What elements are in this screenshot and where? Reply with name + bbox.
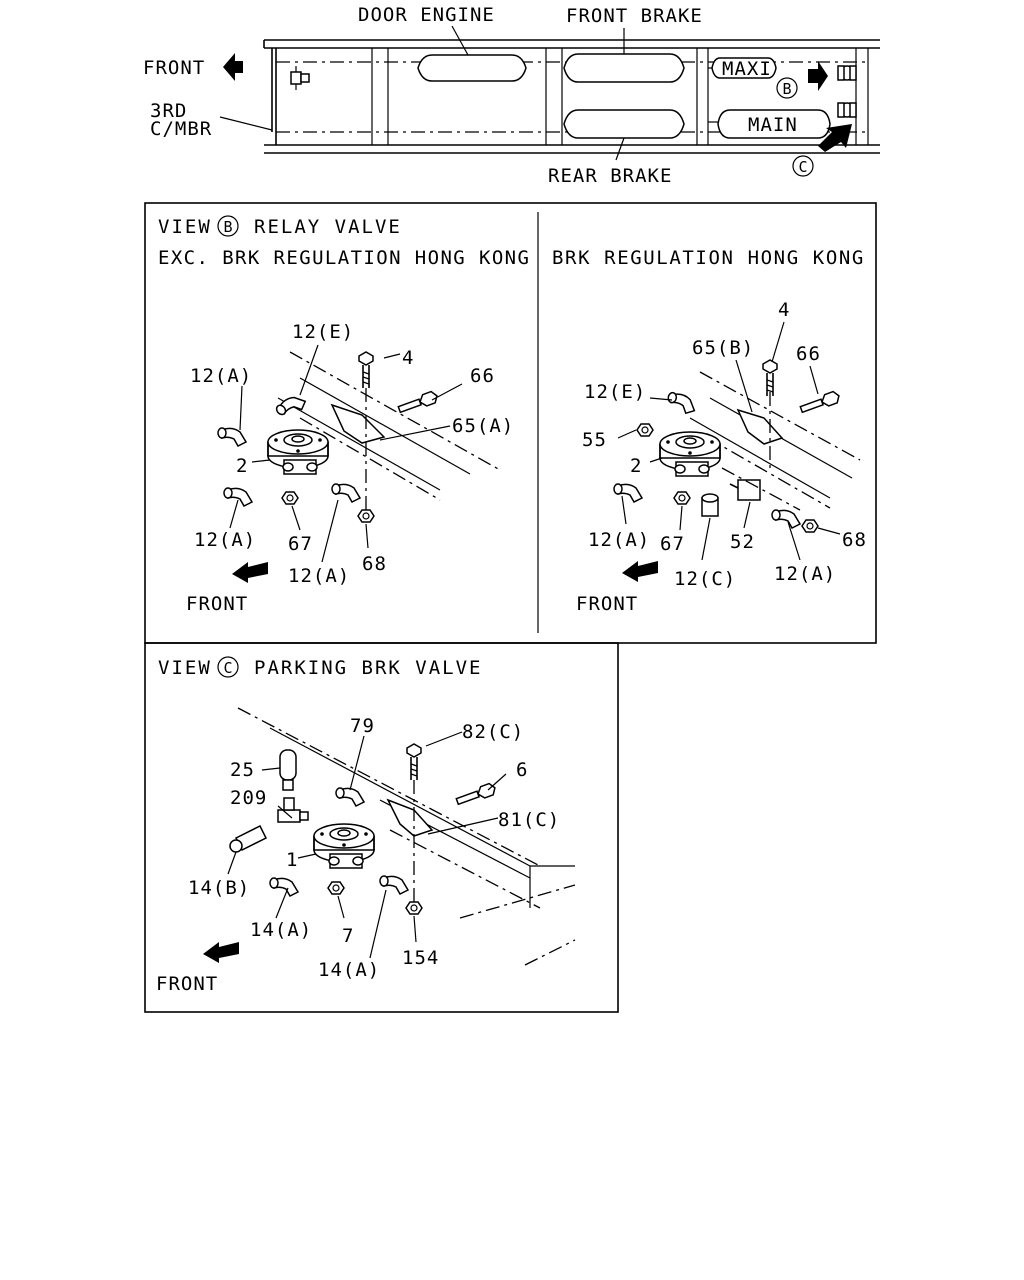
view-b-marker-circle: [776, 77, 798, 99]
front-label-view-c: FRONT: [156, 973, 218, 995]
frame-valve-left: [290, 66, 310, 90]
callout-67-left: 67: [288, 533, 313, 555]
part-25-switch: [279, 749, 297, 791]
view-b-marker: B: [782, 80, 791, 98]
main-tank: [717, 109, 831, 139]
callout-14a-left: 14(A): [250, 919, 312, 941]
frame-valve-parking: [837, 102, 857, 118]
frame-valve-relay: [837, 65, 857, 81]
view-c-title-marker: C: [223, 659, 232, 677]
callout-82c: 82(C): [462, 721, 524, 743]
callout-81c: 81(C): [498, 809, 560, 831]
callout-25: 25: [230, 759, 255, 781]
view-b-right-drawing: [613, 321, 861, 582]
callout-6: 6: [516, 759, 528, 781]
callout-12a-bottom-left: 12(A): [288, 565, 350, 587]
callout-2-right: 2: [630, 455, 642, 477]
view-b-right-subtitle: BRK REGULATION HONG KONG: [552, 247, 865, 269]
callout-12a-left-right: 12(A): [588, 529, 650, 551]
front-brake-tank: [563, 53, 685, 83]
main-label: MAIN: [748, 114, 798, 136]
callout-79: 79: [350, 715, 375, 737]
callout-67-right: 67: [660, 533, 685, 555]
callout-2-left: 2: [236, 455, 248, 477]
view-c-title-marker-circle: [217, 656, 239, 678]
view-c-marker-circle: [792, 155, 814, 177]
front-label: FRONT: [143, 57, 205, 79]
callout-55: 55: [582, 429, 607, 451]
callout-154: 154: [402, 947, 439, 969]
view-c-marker: C: [798, 158, 807, 176]
callout-12a-left: 12(A): [194, 529, 256, 551]
callout-12c: 12(C): [674, 568, 736, 590]
view-c-drawing: [203, 707, 576, 966]
view-b-left-callouts: 12(E) 4 12(A) 66 65(A) 2 12(A) 67 12(A) …: [186, 321, 514, 615]
front-brake-label: FRONT BRAKE: [566, 5, 703, 27]
callout-12e-right: 12(E): [584, 381, 646, 403]
view-b-title-marker: B: [223, 218, 232, 236]
callout-14b: 14(B): [188, 877, 250, 899]
callout-68-left: 68: [362, 553, 387, 575]
view-b-left-drawing: [217, 344, 501, 583]
third-cmbr-label-line2: C/MBR: [150, 118, 212, 140]
rear-brake-tank: [563, 109, 685, 139]
part-14b-fitting: [229, 824, 268, 853]
callout-65a: 65(A): [452, 415, 514, 437]
callout-14a-bottom: 14(A): [318, 959, 380, 981]
front-arrow-icon: [223, 53, 243, 81]
view-c-arrow-icon: [818, 124, 852, 152]
view-b-panel: VIEW B RELAY VALVE EXC. BRK REGULATION H…: [144, 202, 877, 644]
callout-12a-right: 12(A): [774, 563, 836, 585]
part-52-adapter: [729, 479, 761, 501]
view-b-right-callouts: 4 65(B) 66 12(E) 55 2 12(A) 67 52 68 12(…: [576, 299, 867, 615]
third-cmbr-label-line1: 3RD: [150, 100, 187, 122]
front-label-right: FRONT: [576, 593, 638, 615]
front-label-left: FRONT: [186, 593, 248, 615]
callout-65b: 65(B): [692, 337, 754, 359]
callout-12e-left: 12(E): [292, 321, 354, 343]
callout-1: 1: [286, 849, 298, 871]
callout-68-right: 68: [842, 529, 867, 551]
callout-12a-top-left: 12(A): [190, 365, 252, 387]
callout-4-right: 4: [778, 299, 790, 321]
callout-4-left: 4: [402, 347, 414, 369]
callout-7: 7: [342, 925, 354, 947]
view-b-title: RELAY VALVE: [254, 216, 402, 238]
door-engine-label: DOOR ENGINE: [358, 4, 495, 26]
callout-209: 209: [230, 787, 267, 809]
callout-52: 52: [730, 531, 755, 553]
frame-overview: DOOR ENGINE FRONT BRAKE REAR BRAKE FRONT…: [143, 4, 880, 187]
maxi-tank: [711, 57, 777, 79]
view-c-title: PARKING BRK VALVE: [254, 657, 482, 679]
view-b-arrow-icon: [808, 61, 828, 91]
maxi-label: MAXI: [722, 58, 772, 80]
view-b-title-marker-circle: [217, 215, 239, 237]
door-engine-tank: [417, 54, 527, 82]
view-b-left-subtitle: EXC. BRK REGULATION HONG KONG: [158, 247, 530, 269]
view-c-callouts: 79 82(C) 25 6 209 81(C) 1 14(B) 14(A) 7 …: [156, 715, 560, 995]
view-b-title-prefix: VIEW: [158, 216, 212, 238]
callout-66-left: 66: [470, 365, 495, 387]
view-c-title-prefix: VIEW: [158, 657, 212, 679]
part-12c-connector: [701, 493, 719, 517]
callout-66-right: 66: [796, 343, 821, 365]
rear-brake-label: REAR BRAKE: [548, 165, 672, 187]
view-c-panel: VIEW C PARKING BRK VALVE: [144, 642, 619, 1013]
